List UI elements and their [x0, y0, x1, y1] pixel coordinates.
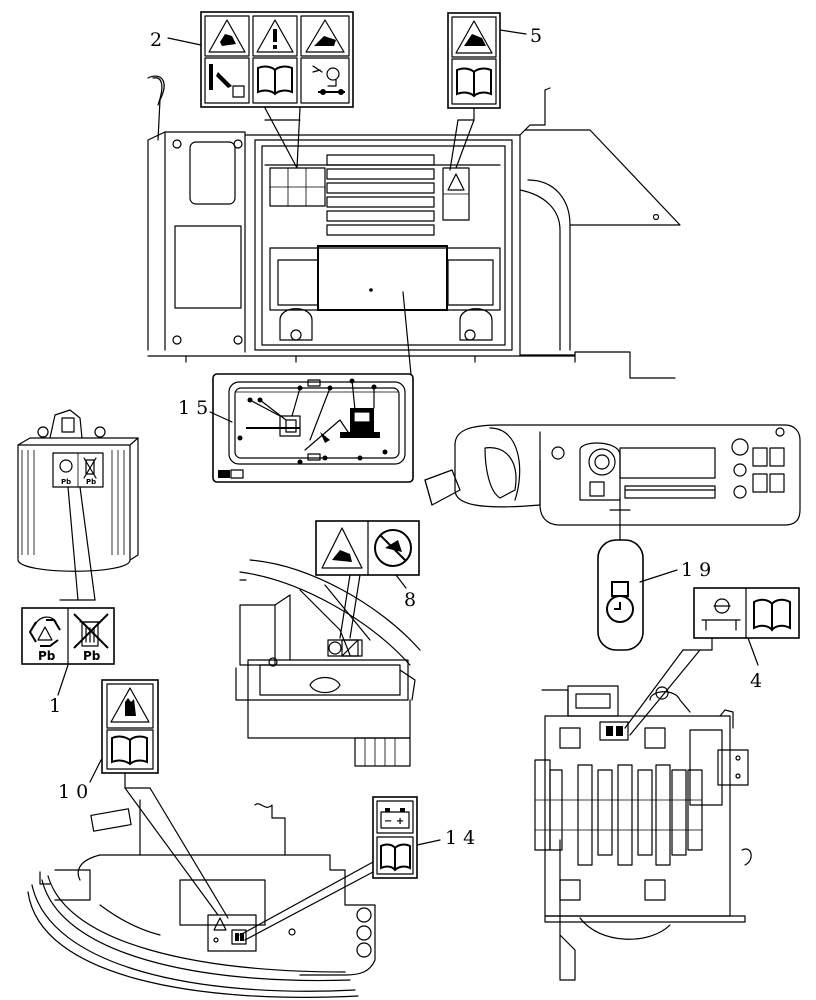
center-frame-drawing — [235, 559, 421, 767]
decal-5-warning — [447, 12, 501, 109]
callout-15: 1 5 — [178, 397, 208, 419]
recycle-icon — [28, 616, 61, 647]
decal-15-location — [317, 245, 448, 311]
valve-spools — [534, 759, 703, 866]
bin-pb-text: Pb — [83, 649, 101, 663]
battery-drawing: Pb Pb — [17, 409, 139, 572]
decal-2-warning-panels — [200, 11, 354, 108]
decal-8-warning-pair — [315, 520, 420, 576]
control-console-drawing — [424, 424, 801, 526]
battery-small-pb-1: Pb — [61, 478, 71, 486]
callout-5: 5 — [530, 25, 542, 47]
callout-19: 1 9 — [681, 559, 711, 581]
decal-10-hand-warning — [101, 679, 159, 774]
callout-8: 8 — [404, 589, 416, 611]
radiator-grill — [326, 154, 435, 236]
decal-1-recycle-label: Pb Pb — [21, 607, 115, 665]
decal-15-layout-sheet — [212, 373, 414, 483]
cab-compartment-drawing — [147, 75, 681, 379]
battery-small-pb-2: Pb — [86, 478, 96, 486]
callout-14: 1 4 — [445, 827, 475, 849]
fender-drawing — [27, 799, 376, 998]
crossed-bin-icon — [73, 613, 109, 649]
battery-minus-glyph: − + — [384, 816, 404, 827]
callout-10: 1 0 — [58, 781, 88, 803]
callout-2: 2 — [150, 29, 162, 51]
callout-4: 4 — [750, 670, 762, 692]
decal-4-manual-pair — [693, 587, 800, 639]
battery-ribs — [21, 450, 125, 555]
decal-14-battery-warning: − + — [372, 796, 418, 879]
recycle-pb-text: Pb — [38, 649, 56, 663]
decal-2-location — [269, 167, 326, 207]
decal-19-key-icon — [597, 539, 644, 651]
decal-5-location — [442, 167, 470, 221]
callout-1: 1 — [49, 695, 61, 717]
control-valve-drawing — [534, 685, 752, 981]
